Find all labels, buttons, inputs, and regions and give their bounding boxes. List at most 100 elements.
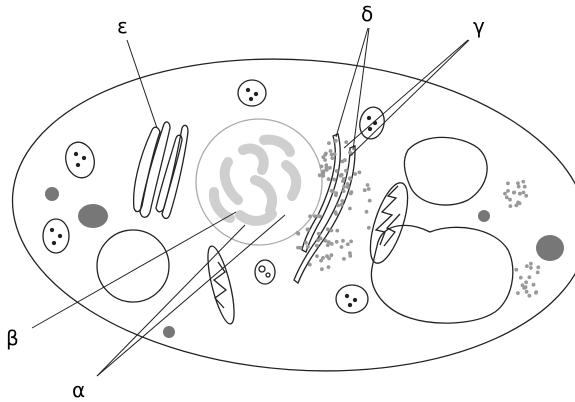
ribosome-dot (353, 172, 357, 176)
ribosome-dot (329, 149, 333, 153)
inclusion (478, 210, 490, 222)
label-epsilon: ε (117, 16, 128, 36)
ribosome-dot (324, 152, 328, 156)
golgi-apparatus (134, 122, 188, 219)
ribosome-dot (325, 166, 329, 170)
ribosome-dot (335, 240, 339, 244)
ribosome-dot (365, 210, 369, 214)
label-gamma: γ (473, 16, 485, 36)
ribosome-dot (532, 283, 536, 287)
ribosome-dot (304, 241, 308, 245)
ribosome-dot (523, 185, 527, 189)
vesicle (43, 219, 69, 253)
ribosome-dot (534, 291, 538, 295)
vacuole (404, 137, 487, 205)
ribosome-dot (332, 178, 336, 182)
vacuole-large (371, 225, 512, 323)
nucleus (196, 119, 322, 245)
ribosome-dot (348, 251, 352, 255)
ribosome-dot (321, 256, 325, 260)
ribosome-dot (518, 192, 522, 196)
ribosome-dot (508, 198, 512, 202)
ribosome-dot (333, 139, 337, 143)
ribosome-dot (344, 140, 348, 144)
ribosome-dot (315, 254, 319, 258)
ribosome-dot (340, 203, 344, 207)
ribosome-dot (525, 290, 529, 294)
inclusion (536, 235, 564, 261)
ribosome-dot (521, 180, 525, 184)
ribosome-dot (320, 165, 324, 169)
ribosome-dot (340, 199, 344, 203)
ribosome-dot (529, 262, 533, 266)
ribosome-dot (536, 271, 540, 275)
ribosome-dot (503, 192, 507, 196)
ribosome-dot (505, 196, 509, 200)
mitochondrion-large (363, 179, 416, 268)
ribosome-dot (317, 232, 321, 236)
ribosome-dot (328, 166, 332, 170)
vesicle (336, 285, 368, 313)
ribosome-dot (348, 177, 352, 181)
leader-gamma-2 (350, 40, 469, 156)
inclusion (163, 326, 175, 338)
ribosome-dot (341, 239, 345, 243)
ribosome-dot (324, 239, 328, 243)
ribosome-dot (342, 185, 346, 189)
ribosome-dot (516, 291, 520, 295)
ribosome-dot (514, 268, 518, 272)
ribosome-dot (525, 264, 529, 268)
leader-gamma-1 (344, 40, 468, 148)
ribosome-dot (320, 267, 324, 271)
ribosome-dot (529, 266, 533, 270)
ribosome-dot (308, 214, 312, 218)
ribosome-dot (331, 189, 335, 193)
ribosome-dot (327, 177, 331, 181)
ribosome-dot (350, 190, 354, 194)
ribosome-dot (306, 227, 310, 231)
ribosome-dot (367, 226, 371, 230)
ribosome-dot (295, 231, 299, 235)
ribosome-dot (318, 173, 322, 177)
ribosome-dot (342, 189, 346, 193)
ribosome-dot (348, 207, 352, 211)
ribosome-dot (367, 187, 371, 191)
ribosome-dot (346, 242, 350, 246)
ribosome-dot (344, 169, 348, 173)
ribosome-dot (524, 280, 528, 284)
ribosome-dot (335, 169, 339, 173)
ribosomes (295, 139, 540, 298)
leader-alpha-2 (97, 215, 285, 376)
ribosome-dot (516, 181, 520, 185)
vesicle (62, 139, 98, 181)
ribosome-dot (339, 174, 343, 178)
ribosome-dot (336, 204, 340, 208)
ribosome-dot (330, 253, 334, 257)
ribosome-dot (517, 185, 521, 189)
ribosome-dot (366, 183, 370, 187)
chromatin (214, 140, 296, 221)
ribosome-dot (341, 179, 345, 183)
ribosome-dot (329, 229, 333, 233)
vesicle (238, 80, 266, 106)
vesicle-small (255, 260, 275, 284)
ribosome-dot (343, 158, 347, 162)
ribosome-dot (334, 210, 338, 214)
ribosome-dot (315, 244, 319, 248)
ribosome-dot (313, 214, 317, 218)
ribosome-dot (340, 245, 344, 249)
ribosome-dot (346, 185, 350, 189)
ribosome-dot (323, 158, 327, 162)
ribosome-dot (524, 194, 528, 198)
ribosome-dot (536, 265, 540, 269)
label-beta: β (6, 328, 19, 348)
ribosome-dot (325, 254, 329, 258)
inclusion (45, 187, 59, 201)
ribosome-dot (349, 240, 353, 244)
vacuole (97, 230, 169, 302)
mitochondrion-small (203, 244, 240, 326)
ribosome-dot (299, 246, 303, 250)
ribosome-dot (326, 227, 330, 231)
leader-delta-1 (336, 28, 368, 137)
